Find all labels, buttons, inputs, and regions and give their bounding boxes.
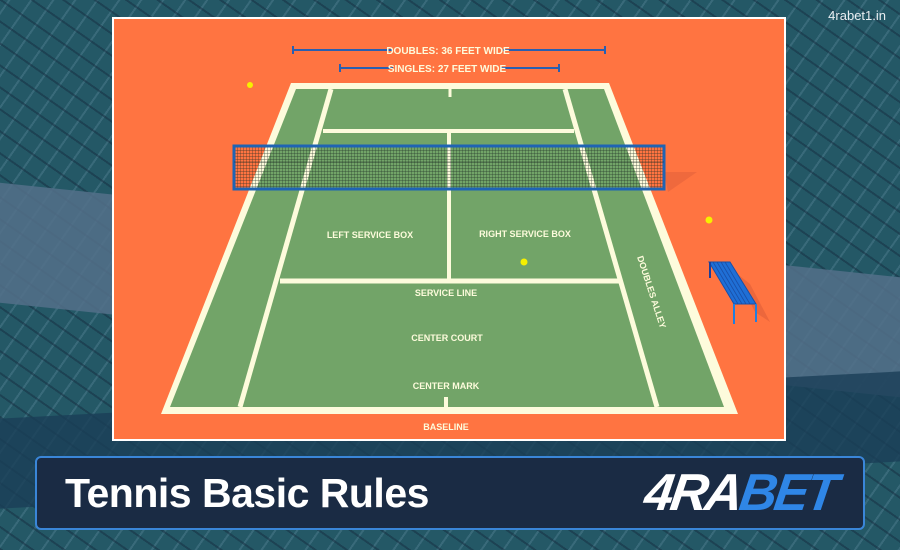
title-banner: Tennis Basic Rules 4RABET — [35, 456, 865, 530]
right-service-box-label: RIGHT SERVICE BOX — [479, 229, 571, 239]
doubles-dimension: DOUBLES: 36 FEET WIDE — [292, 46, 606, 57]
right-singles-sideline — [562, 88, 660, 408]
doubles-width-label: DOUBLES: 36 FEET WIDE — [386, 46, 510, 57]
tennis-ball-icon — [520, 258, 528, 266]
center-court-label: CENTER COURT — [411, 333, 483, 343]
service-line-label: SERVICE LINE — [415, 288, 477, 298]
net-shadow — [664, 172, 697, 192]
page-title: Tennis Basic Rules — [65, 469, 429, 516]
tennis-net — [232, 144, 666, 191]
tennis-ball-icon — [247, 82, 253, 88]
left-service-box-label: LEFT SERVICE BOX — [327, 230, 413, 240]
bench-icon — [708, 261, 770, 324]
tennis-ball-icon — [705, 216, 713, 224]
logo-part-blue: BET — [735, 464, 840, 522]
singles-width-label: SINGLES: 27 FEET WIDE — [388, 64, 507, 75]
brand-logo: 4RABET — [641, 463, 839, 523]
site-watermark: 4rabet1.in — [828, 8, 886, 23]
logo-part-white: 4RA — [640, 464, 745, 522]
left-singles-sideline — [237, 88, 334, 408]
tennis-court-diagram: DOUBLES: 36 FEET WIDE SINGLES: 27 FEET W… — [112, 17, 786, 441]
singles-dimension: SINGLES: 27 FEET WIDE — [339, 64, 560, 75]
center-mark-label: CENTER MARK — [413, 381, 480, 391]
baseline-label: BASELINE — [423, 422, 469, 432]
